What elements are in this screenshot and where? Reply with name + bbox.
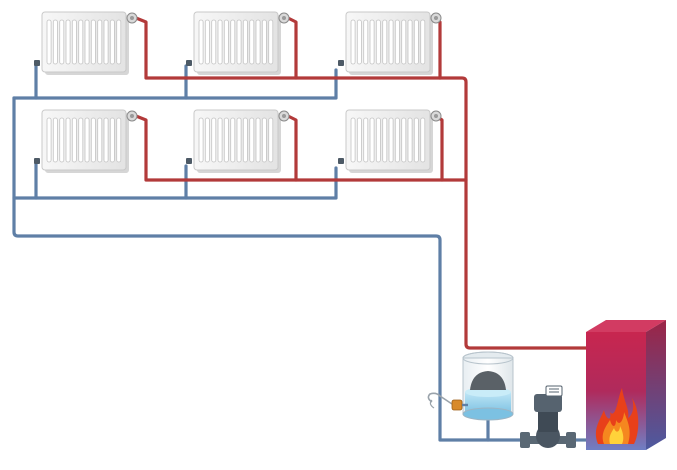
bleed-valve-icon [338,60,344,66]
supply-header-floor-2 [134,16,442,80]
radiator-icon [186,11,290,75]
supply-branch-rad-3 [432,16,442,80]
radiator-icon [338,11,442,75]
radiator-icon [186,109,290,173]
radiator-icon [34,109,138,173]
thermostatic-valve-icon [430,12,442,24]
supply-header-floor-1 [134,114,468,182]
bleed-valve-icon [186,60,192,66]
radiator-icon [338,109,442,173]
supply-branch-rad-5 [286,114,298,182]
supply-branch-rad-2 [286,16,298,80]
thermostatic-valve-icon [126,12,138,24]
flame-icon [595,388,639,444]
supply-riser-main [438,76,588,350]
supply-pipe-network [134,16,588,350]
bleed-valve-icon [34,60,40,66]
radiator-group [34,11,442,173]
bleed-valve-icon [34,158,40,164]
circulation-pump-icon [520,385,576,448]
return-header-floor-1 [12,166,338,200]
radiator-icon [34,11,138,75]
return-riser-left [12,96,536,442]
thermostatic-valve-icon [126,110,138,122]
thermostatic-valve-icon [278,12,290,24]
supply-branch-rad-6 [434,114,444,182]
bleed-valve-icon [338,158,344,164]
thermostatic-valve-icon [278,110,290,122]
expansion-tank-icon [462,351,514,421]
safety-valve-icon [427,392,468,411]
thermostatic-valve-icon [430,110,442,122]
bleed-valve-icon [186,158,192,164]
